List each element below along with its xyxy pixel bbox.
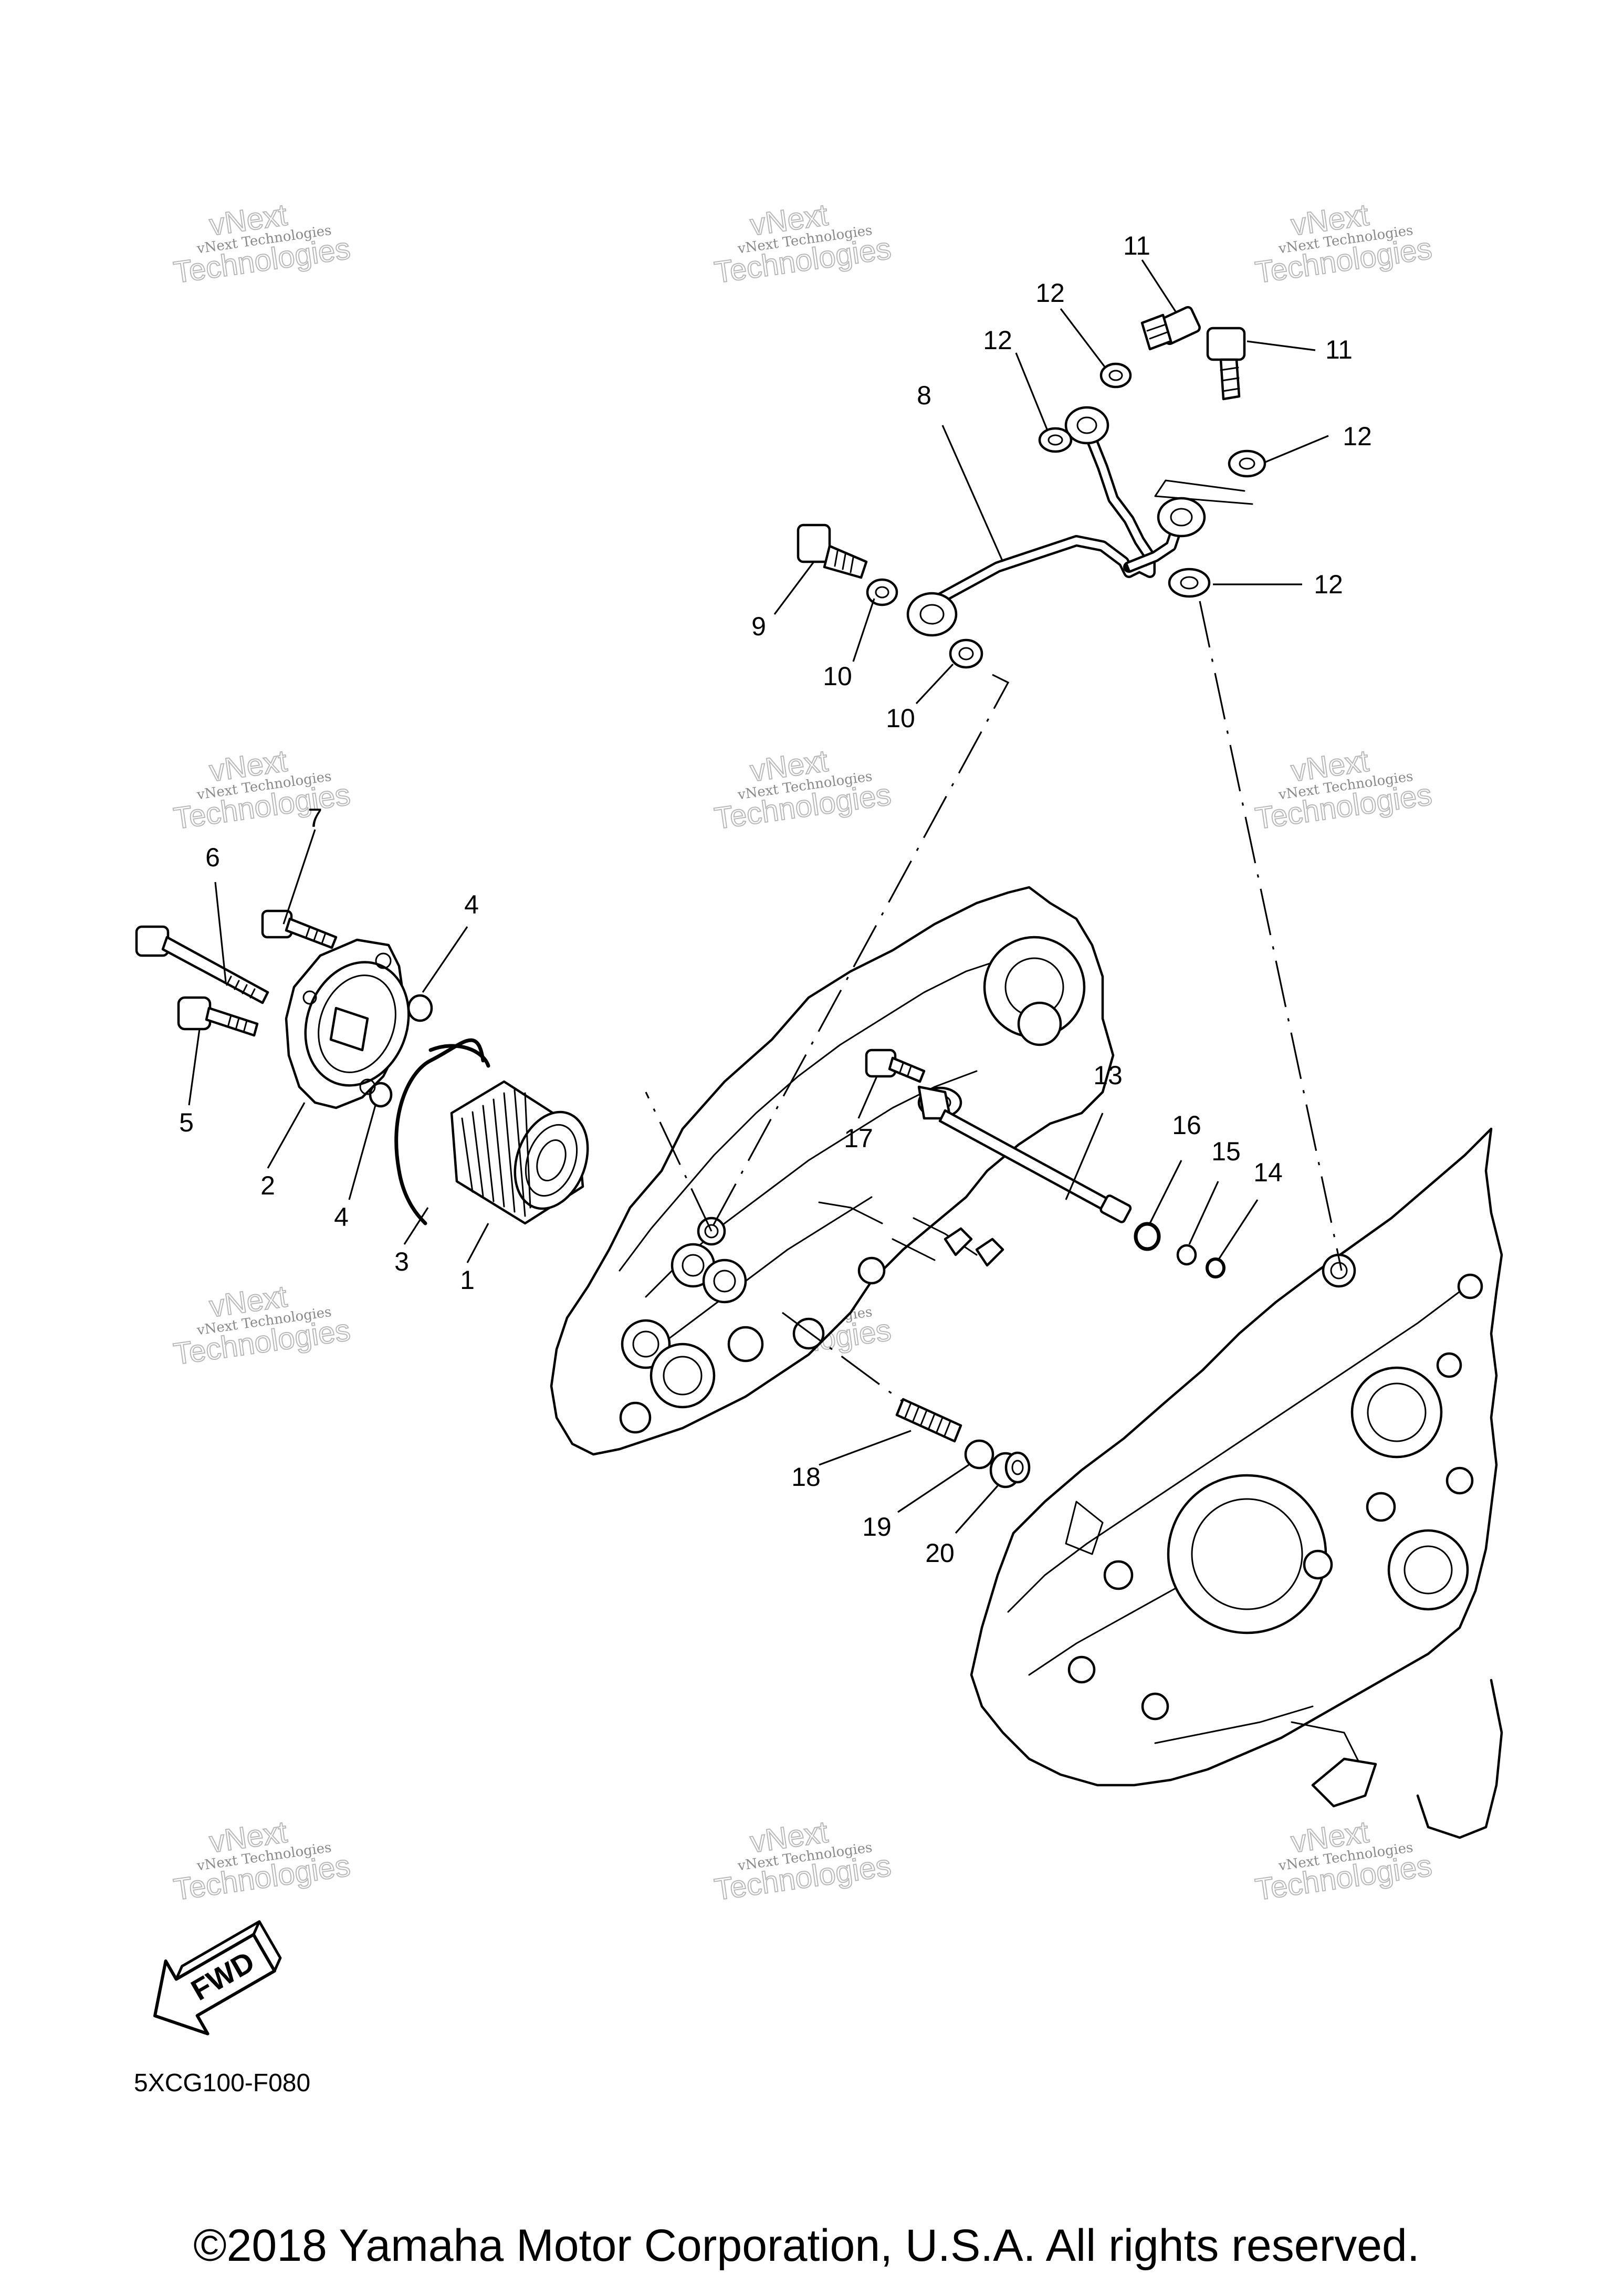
alignment-line-top xyxy=(1154,479,1253,505)
callout-12a: 12 xyxy=(1035,278,1065,308)
callout-3: 3 xyxy=(394,1247,409,1276)
callout-19: 19 xyxy=(862,1512,892,1542)
o-ring-4b xyxy=(369,1082,393,1108)
ball-19 xyxy=(964,1439,994,1470)
callout-20: 20 xyxy=(925,1538,955,1568)
o-ring-15 xyxy=(1176,1244,1197,1266)
callout-12c: 12 xyxy=(1343,422,1372,451)
union-bolt-11a xyxy=(1140,306,1201,351)
alignment-line-pipe xyxy=(710,674,1010,1229)
callout-2: 2 xyxy=(260,1171,275,1200)
o-ring-3-arc xyxy=(428,1044,490,1068)
callout-4-top: 4 xyxy=(464,890,479,919)
callout-13: 13 xyxy=(1093,1061,1123,1090)
o-ring-3 xyxy=(394,1038,485,1225)
watermark: vNext vNext Technologies Technologies xyxy=(1253,197,1434,290)
union-bolt-11b xyxy=(1206,327,1246,401)
bolt-7 xyxy=(261,909,338,949)
callout-4-bottom: 4 xyxy=(334,1202,349,1232)
watermark: vNext vNext Technologies Technologies xyxy=(712,743,894,836)
plug-20 xyxy=(989,1451,1031,1488)
washer-12a-hole xyxy=(1108,370,1123,381)
oil-pipe-13 xyxy=(917,1085,1132,1223)
callout-9: 9 xyxy=(751,612,766,641)
washer-12a xyxy=(1099,362,1132,389)
washer-12d xyxy=(1168,568,1211,598)
crankcase-right xyxy=(970,1127,1503,1839)
washer-10b-hole xyxy=(958,647,974,661)
callout-6: 6 xyxy=(205,843,220,872)
bolt-17 xyxy=(865,1049,926,1083)
fwd-arrow-icon: FWD xyxy=(153,1920,282,2036)
watermark: vNext vNext Technologies Technologies xyxy=(1253,1815,1434,1907)
callout-12b: 12 xyxy=(983,326,1012,355)
oil-delivery-pipe xyxy=(906,406,1206,637)
bolt-5 xyxy=(177,996,259,1037)
washer-10b xyxy=(949,638,983,669)
callout-16: 16 xyxy=(1172,1110,1201,1140)
watermark: vNext vNext Technologies Technologies xyxy=(1253,743,1434,836)
oil-filter-cover-2 xyxy=(285,938,410,1109)
callout-1: 1 xyxy=(460,1265,475,1295)
watermark: vNext vNext Technologies Technologies xyxy=(712,1815,894,1907)
diagram-code: 5XCG100-F080 xyxy=(134,2069,311,2097)
washer-12c-hole xyxy=(1239,457,1255,470)
callout-10b: 10 xyxy=(886,704,915,733)
o-ring-4a xyxy=(407,994,433,1022)
callout-11-right: 11 xyxy=(1325,335,1353,364)
spring-18 xyxy=(895,1398,962,1443)
washer-12b xyxy=(1038,427,1073,453)
washer-10a xyxy=(866,578,898,606)
watermark: vNext vNext Technologies Technologies xyxy=(171,1815,353,1907)
callout-18: 18 xyxy=(791,1462,821,1492)
callout-14: 14 xyxy=(1253,1158,1283,1187)
watermark: vNext vNext Technologies Technologies xyxy=(171,197,353,290)
o-ring-14 xyxy=(1206,1257,1226,1278)
callout-10a: 10 xyxy=(823,662,852,691)
washer-12d-hole xyxy=(1180,576,1199,590)
callout-5: 5 xyxy=(179,1108,194,1137)
callout-15: 15 xyxy=(1211,1137,1241,1166)
washer-12c xyxy=(1228,449,1266,478)
callout-12d: 12 xyxy=(1314,570,1343,599)
o-ring-16 xyxy=(1134,1222,1161,1251)
callout-7: 7 xyxy=(308,803,322,833)
bolt-6 xyxy=(135,925,269,1004)
alignment-line-bolt xyxy=(1199,601,1343,1271)
oil-filter-element-1 xyxy=(450,1080,589,1225)
alignment-line-relief xyxy=(782,1312,904,1403)
callout-labels: 1 2 3 4 4 5 6 7 8 9 10 10 11 11 12 12 12… xyxy=(179,231,1372,1568)
washer-12b-hole xyxy=(1048,434,1063,446)
callout-17: 17 xyxy=(844,1124,873,1153)
copyright: ©2018 Yamaha Motor Corporation, U.S.A. A… xyxy=(193,2220,1420,2271)
callout-11-top: 11 xyxy=(1123,231,1150,260)
watermark: vNext vNext Technologies Technologies xyxy=(712,197,894,290)
leader-lines xyxy=(188,259,1329,1534)
washer-10a-hole xyxy=(875,586,889,599)
watermark: vNext vNext Technologies Technologies xyxy=(171,1279,353,1372)
watermark: vNext vNext Technologies Technologies xyxy=(171,743,353,836)
crankcase-left xyxy=(550,886,1115,1456)
callout-8: 8 xyxy=(917,381,931,410)
union-bolt-9 xyxy=(797,523,868,579)
alignment-line-pipe-end xyxy=(645,1092,713,1232)
